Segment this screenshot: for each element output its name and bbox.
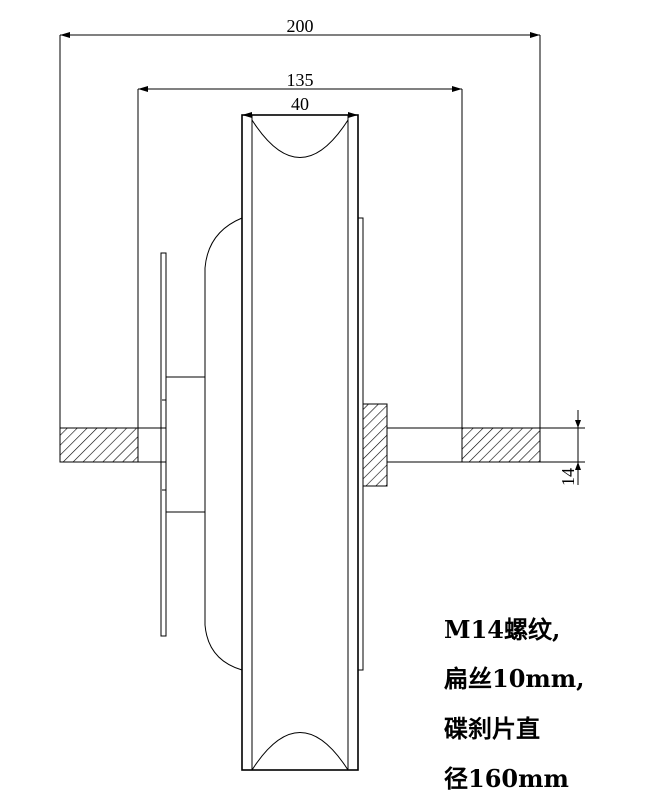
- wheel-rim: [241, 114, 359, 771]
- dimension-200: 200: [59, 16, 541, 428]
- dimension-200-label: 200: [287, 16, 314, 36]
- left-axle: [59, 399, 167, 491]
- dimension-135-label: 135: [287, 70, 314, 90]
- dimension-40-label: 40: [291, 94, 309, 114]
- right-axle: [362, 403, 585, 487]
- dimension-14-label: 14: [558, 468, 578, 486]
- spec-note-line-4: 径160mm: [444, 764, 569, 793]
- dimension-135: 135: [137, 70, 463, 428]
- brake-disc: [160, 252, 206, 637]
- spec-note-line-1: M14螺纹,: [444, 615, 561, 644]
- spec-note-line-3: 碟刹片直: [444, 714, 540, 743]
- dimension-14: 14: [558, 410, 581, 486]
- spec-note-line-2: 扁丝10mm,: [444, 664, 585, 693]
- hub-bulge: [204, 217, 243, 671]
